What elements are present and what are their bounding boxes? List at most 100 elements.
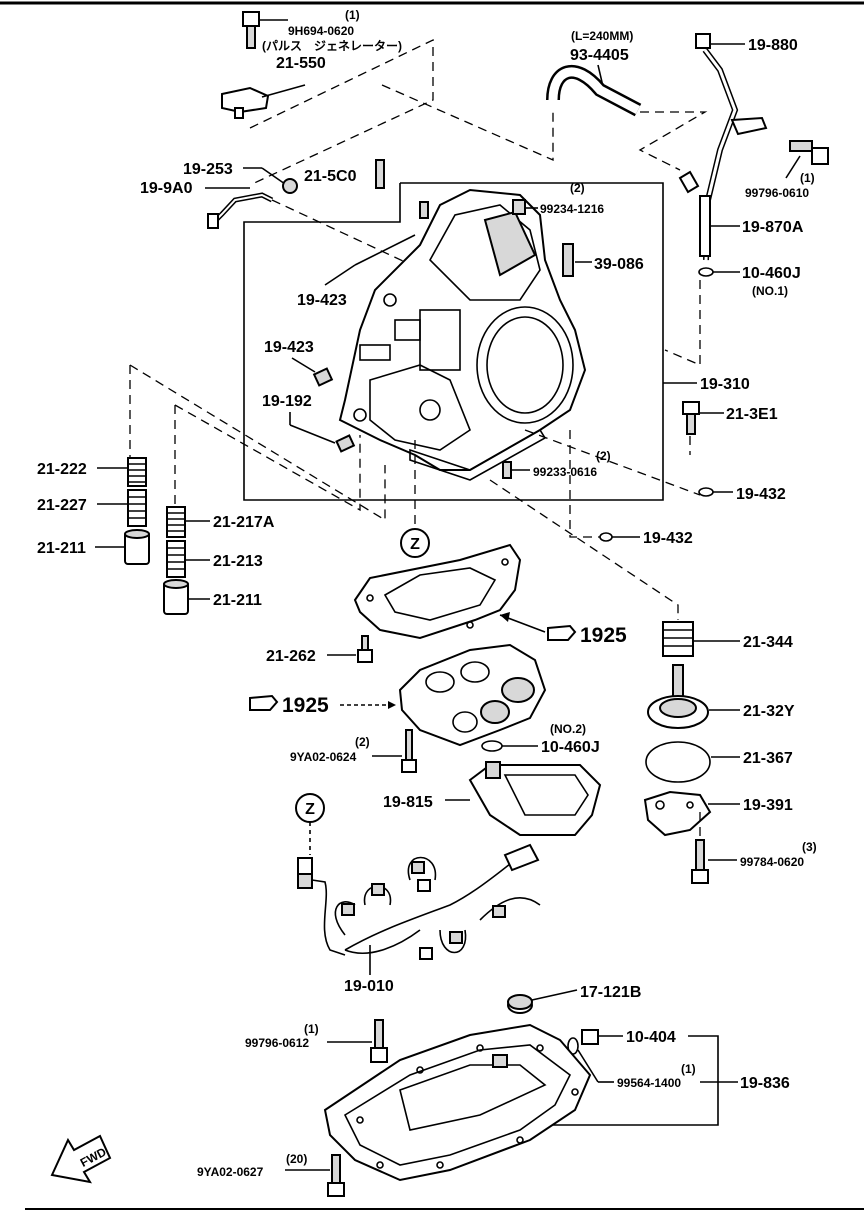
guide-accum-1 (129, 364, 386, 522)
guide-accum-2 (174, 404, 361, 512)
qty-99564-1400: (1) (681, 1062, 696, 1076)
o-ring-10-460j-no2[interactable] (481, 740, 503, 752)
hand-pointer-1925-b (249, 694, 279, 711)
bolt-99784-0620[interactable] (691, 839, 709, 884)
guide-dipstick (664, 280, 701, 366)
qty-99233-0616: (2) (596, 449, 611, 463)
spring-21-217a[interactable] (166, 506, 186, 538)
hand-pointer-1925-a (547, 624, 577, 641)
spring-21-227[interactable] (127, 489, 147, 527)
label-21-5c0: 21-5C0 (304, 168, 357, 185)
label-9ya02-0627: 9YA02-0627 (197, 1165, 264, 1179)
label-21-222: 21-222 (37, 461, 87, 478)
fwd-arrow-icon: FWD (50, 1134, 112, 1184)
bolt-21-262[interactable] (357, 635, 373, 663)
label-19-880: 19-880 (748, 37, 798, 54)
wiring-harness-19-010[interactable] (297, 843, 541, 960)
label-21-344: 21-344 (743, 634, 793, 651)
bracket-19-836 (530, 1035, 719, 1126)
label-21-211-a: 21-211 (37, 540, 86, 557)
bolt-99796-0612[interactable] (370, 1019, 388, 1063)
guide-pipe (271, 199, 419, 269)
pipe-19-9a0[interactable] (207, 192, 274, 229)
guide-hose-right (638, 111, 708, 171)
servo-piston-21-32y[interactable] (647, 664, 709, 729)
label-19-9a0: 19-9A0 (140, 180, 193, 197)
separator-plate[interactable] (353, 543, 522, 640)
label-19-192: 19-192 (262, 393, 312, 410)
oil-pan-19-836[interactable] (323, 1023, 592, 1182)
pulse-generator-21-550[interactable] (221, 86, 270, 119)
leader-99796-0610 (785, 155, 801, 179)
leader-21-550 (261, 84, 306, 98)
bolt-21-3e1[interactable] (682, 401, 700, 435)
seal-19-253[interactable] (282, 178, 298, 194)
bolt-9h694[interactable] (242, 11, 260, 49)
plug-19-192[interactable] (335, 434, 356, 453)
stud-39-086[interactable] (562, 243, 574, 277)
label-99784-0620: 99784-0620 (740, 855, 804, 869)
label-19-310: 19-310 (700, 376, 750, 393)
spring-21-222[interactable] (127, 457, 147, 487)
pin-upper[interactable] (419, 201, 429, 219)
label-99234-1216: 99234-1216 (540, 202, 604, 216)
label-93-4405: 93-4405 (570, 47, 629, 64)
label-19-391: 19-391 (743, 797, 793, 814)
label-19-836: 19-836 (740, 1075, 790, 1092)
piston-21-211-b[interactable] (163, 579, 189, 615)
label-39-086: 39-086 (594, 256, 644, 273)
label-19-815: 19-815 (383, 794, 433, 811)
z-marker-bottom: Z (295, 793, 325, 823)
spring-21-213[interactable] (166, 540, 186, 578)
qty-99796-0610: (1) (800, 171, 815, 185)
label-19-432-b: 19-432 (643, 530, 693, 547)
label-21-367: 21-367 (743, 750, 793, 767)
case-group-frame (243, 182, 664, 501)
piston-21-211-a[interactable] (124, 529, 150, 565)
qty-9ya02-0627: (20) (286, 1152, 307, 1166)
bolt-9ya02-0624[interactable] (401, 729, 417, 773)
bolt-9ya02-0627[interactable] (327, 1154, 345, 1197)
filler-tube-19-870a[interactable] (678, 116, 768, 257)
note-pulse-generator: (パルス ジェネレーター) (262, 39, 402, 53)
transmission-case-19-310[interactable] (338, 188, 587, 481)
z-marker-top: Z (400, 528, 430, 558)
guide-hose-left (381, 84, 554, 161)
oil-strainer-19-815[interactable] (468, 761, 602, 836)
label-21-211-b: 21-211 (213, 592, 262, 609)
label-21-227: 21-227 (37, 497, 87, 514)
guide-pulse-gen (249, 38, 434, 186)
bolt-99796-0610[interactable] (789, 140, 829, 165)
dowel-99233-0616[interactable] (502, 461, 512, 479)
qty-99784-0620: (3) (802, 840, 817, 854)
pin-21-5c0[interactable] (375, 159, 385, 189)
label-1925-a[interactable]: 1925 (580, 624, 627, 647)
o-ring-19-432-b[interactable] (599, 532, 613, 542)
label-19-253: 19-253 (183, 161, 233, 178)
o-ring-10-460j-no1[interactable] (698, 267, 714, 277)
note-10-460j-no2: (NO.2) (550, 722, 586, 736)
label-21-32y: 21-32Y (743, 703, 795, 720)
seal-ring-21-367[interactable] (645, 741, 711, 783)
label-9h694: 9H694-0620 (288, 24, 354, 38)
label-21-217a: 21-217A (213, 514, 275, 531)
spring-21-344[interactable] (662, 621, 694, 657)
label-21-3e1: 21-3E1 (726, 406, 778, 423)
label-1925-b[interactable]: 1925 (282, 694, 329, 717)
label-99564-1400: 99564-1400 (617, 1076, 681, 1090)
note-10-460j-no1: (NO.1) (752, 284, 788, 298)
dowel-99234-1216[interactable] (512, 199, 526, 215)
label-19-423-a: 19-423 (297, 292, 347, 309)
label-99796-0612: 99796-0612 (245, 1036, 309, 1050)
label-10-460j-top: 10-460J (742, 265, 801, 282)
svg-text:Z: Z (410, 536, 420, 553)
label-17-121b: 17-121B (580, 984, 641, 1001)
drain-plug-10-404[interactable] (567, 1029, 599, 1055)
leader-19-423-b (291, 357, 316, 373)
label-21-550: 21-550 (276, 55, 326, 72)
control-valve-body[interactable] (398, 643, 547, 747)
plug-19-423[interactable] (312, 367, 334, 387)
o-ring-19-432-a[interactable] (698, 487, 714, 497)
seal-17-121b[interactable] (507, 994, 533, 1014)
label-19-423-b: 19-423 (264, 339, 314, 356)
